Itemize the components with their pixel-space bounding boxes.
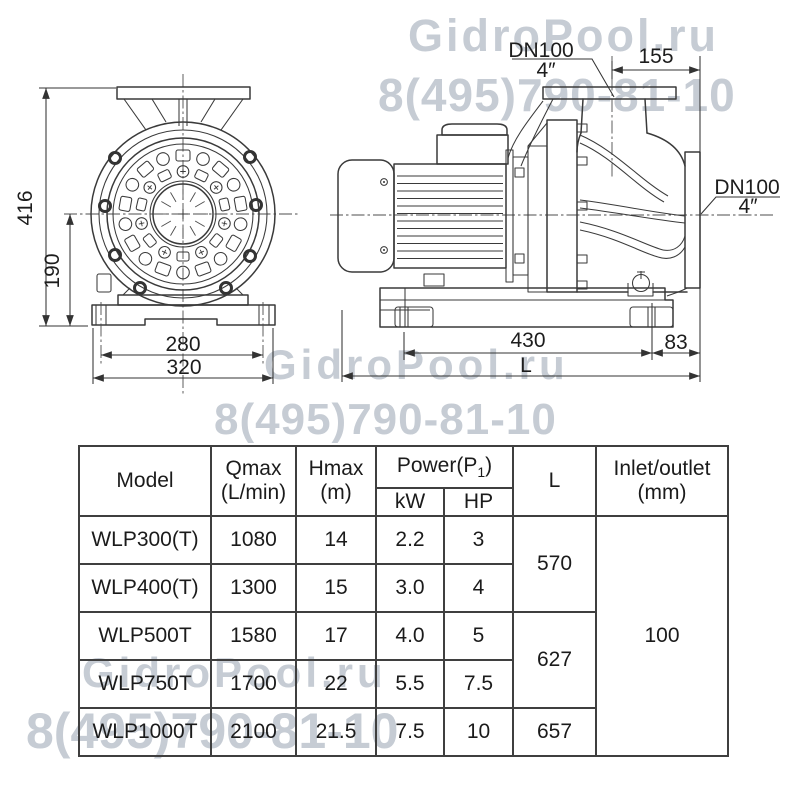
cell-model: WLP500T — [78, 611, 212, 661]
dim-top-offset: 155 — [638, 45, 673, 68]
cell-hp: 7.5 — [443, 659, 514, 709]
col-header-power: Power(P1) — [375, 445, 514, 489]
col-header-model: Model — [78, 445, 212, 517]
col-header-hmax: Hmax (m) — [295, 445, 377, 517]
front-base — [91, 287, 276, 326]
power-label-close: ) — [485, 453, 493, 477]
front-housing — [90, 121, 276, 307]
col-header-hmax-line2: (m) — [320, 481, 352, 504]
cell-kw: 5.5 — [375, 659, 445, 709]
col-header-length: L — [512, 445, 597, 517]
front-top-flange — [116, 86, 251, 131]
cell-inlet-outlet: 100 — [595, 515, 729, 757]
power-label-text: Power(P — [396, 453, 478, 477]
dim-total-length: L — [520, 354, 532, 377]
side-base — [379, 273, 674, 328]
cell-qmax: 1080 — [210, 515, 297, 565]
cell-kw: 7.5 — [375, 707, 445, 757]
power-label-subscript: 1 — [477, 464, 486, 481]
cell-kw: 3.0 — [375, 563, 445, 613]
pump-side-view: DN100 4″ 155 DN100 4″ 430 83 L — [330, 39, 780, 382]
col-header-hmax-line1: Hmax — [308, 456, 364, 480]
col-header-qmax: Qmax (L/min) — [210, 445, 297, 517]
cell-length-group1: 570 — [512, 515, 597, 613]
cell-model: WLP750T — [78, 659, 212, 709]
pump-technical-drawing: 416 190 280 320 — [14, 39, 780, 394]
cell-model: WLP300(T) — [78, 515, 212, 565]
cell-hmax: 21.5 — [295, 707, 377, 757]
cell-qmax: 1700 — [210, 659, 297, 709]
cell-qmax: 1300 — [210, 563, 297, 613]
pump-front-view: 416 190 280 320 — [14, 74, 300, 394]
table-row: WLP1000T 2100 21.5 7.5 10 657 — [78, 707, 728, 757]
dim-flange-offset: 83 — [664, 331, 687, 354]
cell-hmax: 14 — [295, 515, 377, 565]
front-dimensions: 416 190 280 320 — [14, 87, 274, 384]
spec-table: Model Qmax (L/min) Hmax (m) Power(P1) L … — [78, 445, 729, 757]
cell-qmax: 2100 — [210, 707, 297, 757]
cell-model: WLP1000T — [78, 707, 212, 757]
cell-hp: 4 — [443, 563, 514, 613]
col-header-qmax-line2: (L/min) — [220, 481, 287, 504]
cell-qmax: 1580 — [210, 611, 297, 661]
cell-length-group3: 657 — [512, 707, 597, 757]
col-header-inlet-line2: (mm) — [637, 481, 687, 504]
cell-hp: 5 — [443, 611, 514, 661]
front-flange-bolts — [98, 150, 263, 295]
cell-hp: 3 — [443, 515, 514, 565]
col-header-qmax-line1: Qmax — [225, 456, 282, 480]
table-row: WLP400(T) 1300 15 3.0 4 — [78, 563, 728, 613]
dim-front-base-outer: 320 — [166, 356, 201, 379]
cell-model: WLP400(T) — [78, 563, 212, 613]
label-side-port-standard: DN100 — [714, 176, 779, 199]
col-header-inlet-line1: Inlet/outlet — [613, 456, 711, 480]
side-dimensions: DN100 4″ 155 DN100 4″ 430 83 L — [341, 39, 780, 382]
watermark-phone-top: 8(495)790-81-10 — [378, 69, 736, 121]
dim-front-total-height: 416 — [14, 190, 37, 225]
label-side-port-size: 4″ — [738, 195, 758, 218]
cell-hmax: 17 — [295, 611, 377, 661]
suction-eye-radials — [157, 188, 209, 240]
cell-kw: 2.2 — [375, 515, 445, 565]
cell-hmax: 15 — [295, 563, 377, 613]
cell-length-group2: 627 — [512, 611, 597, 709]
cell-hp: 10 — [443, 707, 514, 757]
col-header-kw: kW — [375, 487, 445, 517]
label-top-port-standard: DN100 — [508, 39, 573, 62]
motor — [337, 123, 529, 283]
col-header-inlet-outlet: Inlet/outlet (mm) — [595, 445, 729, 517]
pump-casing — [507, 86, 701, 297]
watermark-brand-top: GidroPool.ru — [408, 10, 719, 61]
cell-hmax: 22 — [295, 659, 377, 709]
table-row: WLP500T 1580 17 4.0 5 627 — [78, 611, 728, 709]
dim-front-axis-height: 190 — [41, 253, 64, 288]
table-row: WLP750T 1700 22 5.5 7.5 — [78, 659, 728, 709]
watermark-phone-middle: 8(495)790-81-10 — [214, 395, 557, 444]
dim-front-base-inner: 280 — [165, 333, 200, 356]
label-top-port-size: 4″ — [536, 59, 556, 82]
col-header-hp: HP — [443, 487, 514, 517]
cell-kw: 4.0 — [375, 611, 445, 661]
table-row: WLP300(T) 1080 14 2.2 3 570 100 — [78, 515, 729, 757]
dim-base-length: 430 — [510, 329, 545, 352]
